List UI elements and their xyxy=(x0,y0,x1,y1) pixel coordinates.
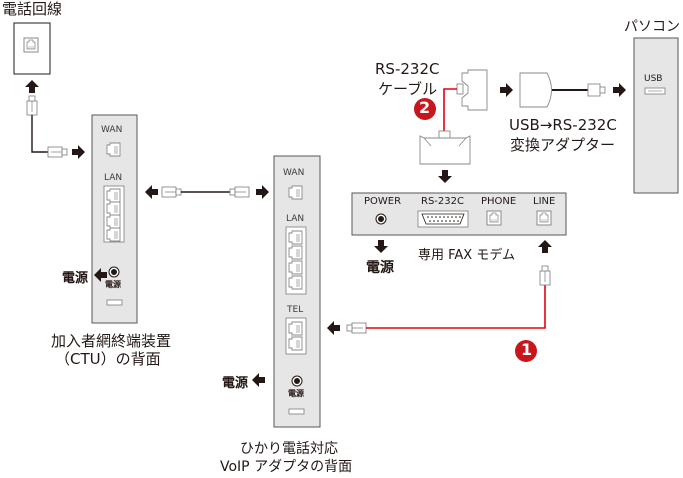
modem-phone-port-icon xyxy=(486,210,502,226)
ctu-lan-label: LAN xyxy=(104,173,123,183)
ctu-wan-port-icon xyxy=(106,142,121,157)
usb-adapter-label-line2: 変換アダプター xyxy=(510,136,616,154)
ctu-device xyxy=(91,114,138,324)
modem-caption: 専用 FAX モデム xyxy=(418,248,516,263)
arrow-right-icon xyxy=(613,83,626,97)
usb-adapter-label-line1: USB→RS-232C xyxy=(509,116,617,134)
arrow-left-icon xyxy=(327,321,340,335)
tel-plug-icon xyxy=(346,322,367,334)
voip-caption-line1: ひかり電話対応 xyxy=(240,441,338,457)
arrow-down-icon xyxy=(374,240,388,253)
voip-lan-label: LAN xyxy=(286,214,305,224)
wall-jack xyxy=(13,22,51,75)
rs232c-cable-label-line1: RS-232C xyxy=(375,60,440,78)
arrow-right-icon xyxy=(256,185,269,199)
arrow-right-icon xyxy=(72,145,85,159)
pc-usb-label: USB xyxy=(644,74,663,84)
voip-wan-plug-icon xyxy=(229,186,250,198)
rs232c-connector-bottom xyxy=(419,130,471,165)
ctu-slot xyxy=(106,299,123,306)
ctu-wan-label: WAN xyxy=(101,125,123,135)
badge-1-circle xyxy=(515,340,537,362)
modem-phone-label: PHONE xyxy=(481,196,517,207)
voip-wan-port-icon xyxy=(288,185,303,200)
arrow-left-icon xyxy=(145,185,158,199)
voip-wan-label: WAN xyxy=(283,168,305,178)
lan-plug-icon xyxy=(161,186,182,198)
wall-jack-port-icon xyxy=(23,37,39,53)
modem-line-port-icon xyxy=(536,210,552,226)
arrow-up-icon xyxy=(25,80,39,93)
voip-power-label: 電源 xyxy=(288,389,304,398)
arrow-up-icon xyxy=(538,240,552,253)
ctu-caption-line2: （CTU）の背面 xyxy=(55,350,161,368)
modem-rs232c-label: RS-232C xyxy=(421,196,464,207)
ctu-caption-line1: 加入者網終端装置 xyxy=(51,332,172,350)
modem-power-out-label: 電源 xyxy=(366,260,394,276)
badge-2: 2 xyxy=(419,98,431,117)
wan-plug-icon xyxy=(47,146,68,158)
phone-cable-red xyxy=(366,285,546,329)
modem-line-label: LINE xyxy=(533,196,556,207)
voip-tel-label: TEL xyxy=(287,305,304,315)
ctu-power-label: 電源 xyxy=(105,280,121,289)
pc-label: パソコン xyxy=(624,19,680,35)
voip-device xyxy=(273,155,321,428)
pc-device xyxy=(633,37,679,194)
fax-modem-device xyxy=(351,192,567,236)
phone-line-cable xyxy=(31,115,50,153)
usb-plug-icon xyxy=(587,83,601,97)
modem-power-label: POWER xyxy=(364,196,402,207)
arrow-right-icon xyxy=(500,83,513,97)
rs232c-cable-label-line2: ケーブル xyxy=(378,80,438,98)
line-plug-icon xyxy=(539,265,551,286)
rs232c-cable-red xyxy=(443,88,457,135)
rs232c-connector-top xyxy=(456,69,488,111)
rs232c-port-icon xyxy=(417,210,469,228)
voip-caption-line2: VoIP アダプタの背面 xyxy=(220,459,353,475)
badge-2-circle xyxy=(414,98,436,120)
ctu-power-out-label: 電源 xyxy=(62,271,89,286)
arrow-down-icon xyxy=(438,170,452,183)
usb-adapter xyxy=(519,72,552,108)
arrow-left-icon xyxy=(252,373,265,387)
phone-line-label: 電話回線 xyxy=(2,0,63,18)
phone-plug-icon xyxy=(26,95,38,116)
badge-1: 1 xyxy=(521,340,533,359)
voip-power-out-label: 電源 xyxy=(222,376,249,391)
